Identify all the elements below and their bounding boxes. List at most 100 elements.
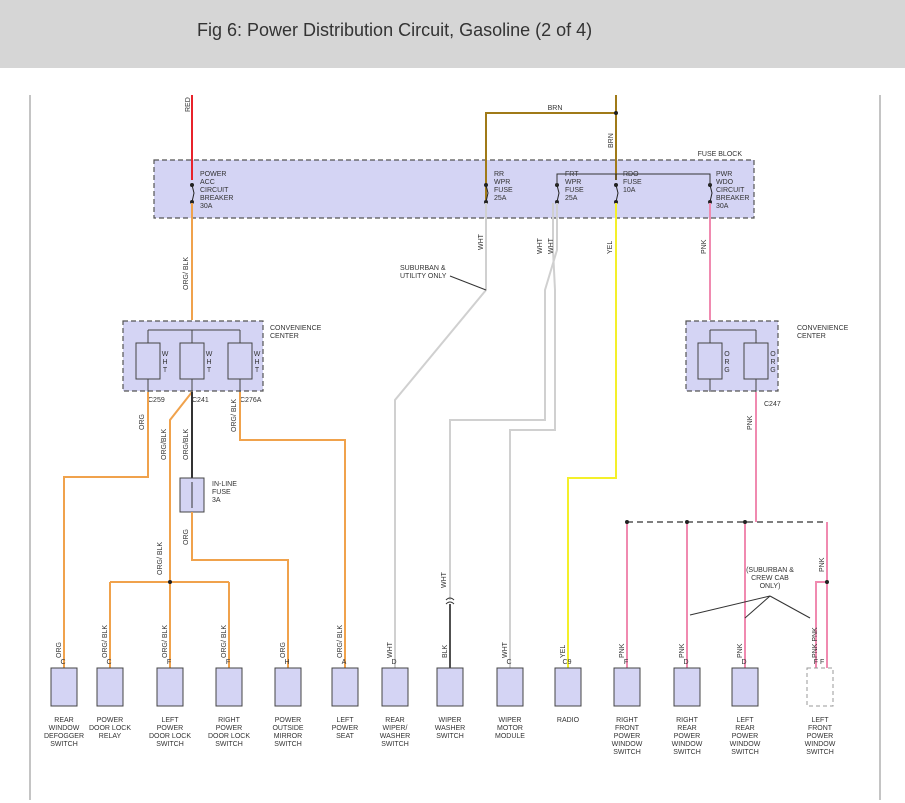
component-pin-label: A xyxy=(342,659,347,666)
fuse-block-breaker-label: RR xyxy=(494,171,504,178)
component-label: SWITCH xyxy=(806,749,834,756)
component-label: REAR xyxy=(54,717,73,724)
fuse-block-breaker-label: PWR xyxy=(716,171,732,178)
conv-left-slot xyxy=(227,342,253,380)
component-label: LEFT xyxy=(336,717,354,724)
component-label: REAR xyxy=(735,725,754,732)
component-label: LEFT xyxy=(811,717,829,724)
fuse-block-breaker-label: CIRCUIT xyxy=(716,187,745,194)
connector-c259: C259 xyxy=(148,397,165,404)
component-label: WINDOW xyxy=(612,741,643,748)
component-label: POWER xyxy=(614,733,640,740)
component-label: LEFT xyxy=(161,717,179,724)
org-c259-wire xyxy=(63,392,149,668)
component-label: WINDOW xyxy=(805,741,836,748)
brn-wire-label: BRN xyxy=(548,105,563,112)
component-wire-label: PNK xyxy=(679,643,686,658)
component-box xyxy=(50,667,78,707)
wht-wiper-label: WHT xyxy=(441,571,448,588)
crew-cab-note: CREW CAB xyxy=(751,575,789,582)
component-box xyxy=(436,667,464,707)
suburban-note: SUBURBAN & xyxy=(400,265,446,272)
conv-left-slot xyxy=(179,342,205,380)
component-label: SWITCH xyxy=(215,741,243,748)
component-label: WIPER xyxy=(439,717,462,724)
wht-rr-wire xyxy=(394,203,487,668)
conv-center-left-label: CENTER xyxy=(270,333,299,340)
connector-c247: C247 xyxy=(764,401,781,408)
component-box xyxy=(613,667,641,707)
component-wire-label: PNK xyxy=(619,643,626,658)
component-label: POWER xyxy=(807,733,833,740)
suburban-note: UTILITY ONLY xyxy=(400,273,447,280)
org-blk-c241-wire xyxy=(169,391,193,582)
brn-wire xyxy=(485,112,616,200)
header-bar: Fig 6: Power Distribution Circuit, Gasol… xyxy=(0,0,905,68)
wht-frt-label-1: WHT xyxy=(537,237,544,254)
component-pin-label: C9 xyxy=(563,659,572,666)
busbar-line xyxy=(556,173,711,185)
component-label: SWITCH xyxy=(274,741,302,748)
component-label: SWITCH xyxy=(50,741,78,748)
inline-fuse-label: 3A xyxy=(212,497,221,504)
component-label: SEAT xyxy=(336,733,354,740)
component-box xyxy=(156,667,184,707)
connector-c241: C241 xyxy=(192,397,209,404)
component-pin-label: F xyxy=(167,659,171,666)
component-label: LEFT xyxy=(736,717,754,724)
component-label: POWER xyxy=(157,725,183,732)
wht-frt-label-2: WHT xyxy=(548,237,555,254)
component-label: POWER xyxy=(674,733,700,740)
fuse-block-breaker-label: FUSE xyxy=(565,187,584,194)
component-label: SWITCH xyxy=(731,749,759,756)
red-wire-label: RED xyxy=(185,97,192,112)
component-wire-label: ORG/ BLK xyxy=(221,625,228,658)
conv-left-slot-letter: H xyxy=(206,359,211,366)
conv-right-slot xyxy=(697,342,723,380)
conv-right-slot-letter: O xyxy=(724,351,730,358)
breaker-contact xyxy=(709,184,713,203)
suburban-note-leader xyxy=(449,275,487,291)
component-label: MODULE xyxy=(495,733,525,740)
wht-frt-wire-2 xyxy=(509,203,556,668)
fuse-block-breaker-label: CIRCUIT xyxy=(200,187,229,194)
component-label: RIGHT xyxy=(218,717,241,724)
component-wire-label: ORG xyxy=(56,642,63,658)
component-label: WINDOW xyxy=(730,741,761,748)
breaker-contact xyxy=(615,184,619,203)
component-label: SWITCH xyxy=(436,733,464,740)
component-wire-label: ORG/ BLK xyxy=(162,625,169,658)
yel-wire xyxy=(567,203,617,668)
component-label: POWER xyxy=(97,717,123,724)
crew-note-arrow xyxy=(769,595,811,619)
wht-rr-label: WHT xyxy=(478,233,485,250)
component-label: RELAY xyxy=(99,733,122,740)
fuse-block-breaker-label: WDO xyxy=(716,179,734,186)
fuse-block-breaker-label: 30A xyxy=(716,203,729,210)
crew-note-arrow xyxy=(689,595,771,616)
conv-left-slot-letter: H xyxy=(254,359,259,366)
component-pin-label: C xyxy=(106,659,111,666)
org-blk-c276a-wire xyxy=(239,392,346,668)
component-pin-label: C xyxy=(60,659,65,666)
breaker-contact xyxy=(556,184,560,203)
component-label: POWER xyxy=(332,725,358,732)
component-label: SWITCH xyxy=(613,749,641,756)
wire-break-symbol xyxy=(445,597,455,605)
component-wire-label: PNK PNK xyxy=(812,627,819,658)
component-label: DOOR LOCK xyxy=(208,733,250,740)
conv-center-right-label: CENTER xyxy=(797,333,826,340)
component-label: WIPER xyxy=(499,717,522,724)
component-label: FRONT xyxy=(615,725,640,732)
component-box xyxy=(96,667,124,707)
brn-splice-dot xyxy=(614,111,618,115)
inline-fuse-label: IN-LINE xyxy=(212,481,237,488)
component-pin-label: D xyxy=(391,659,396,666)
breaker-contact xyxy=(485,184,489,203)
component-wire-label: ORG/ BLK xyxy=(337,625,344,658)
component-label: DOOR LOCK xyxy=(149,733,191,740)
connector-c276a: C276A xyxy=(240,397,262,404)
component-pin-label: F F xyxy=(814,659,825,666)
component-label: RIGHT xyxy=(676,717,699,724)
component-pin-label: F xyxy=(624,659,628,666)
